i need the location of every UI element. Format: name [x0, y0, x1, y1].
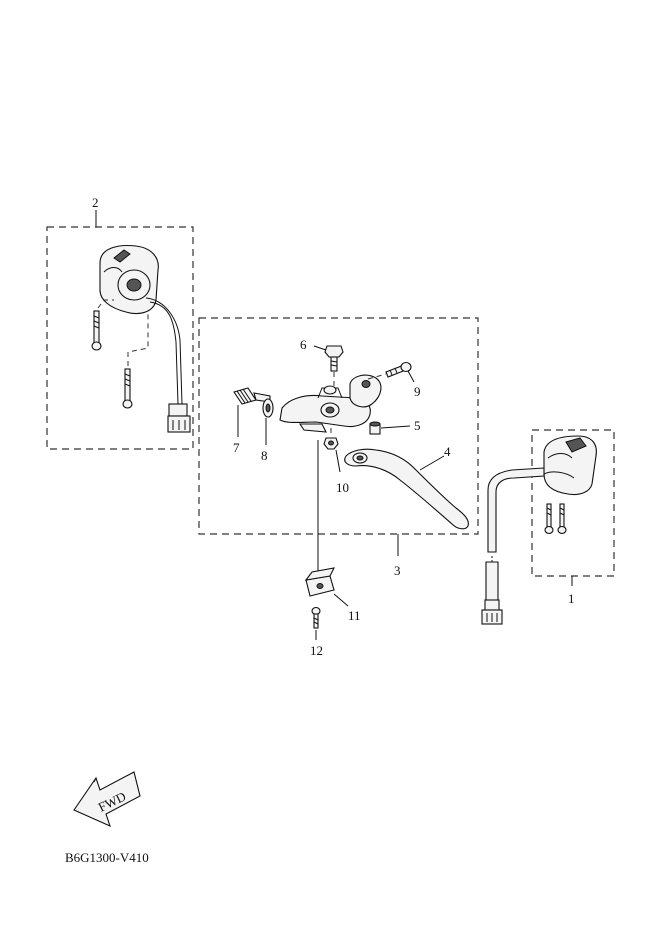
nut-10	[323, 437, 339, 450]
group-3-boundary	[198, 317, 479, 535]
screw-9	[385, 361, 412, 378]
right-switch-housing	[543, 435, 597, 496]
screw-guide-1	[97, 299, 114, 309]
callout-7: 7	[233, 440, 240, 455]
callout-12: 12	[310, 643, 323, 658]
callout-6: 6	[300, 337, 307, 352]
right-screw-a	[544, 503, 554, 535]
left-switch-wire	[145, 297, 183, 405]
fwd-arrow-icon: FWD	[73, 771, 141, 828]
callout-11: 11	[348, 608, 361, 623]
screw-12	[311, 606, 321, 629]
left-screw-lower	[122, 368, 133, 409]
bolt-6	[324, 345, 344, 372]
group-2-boundary	[46, 226, 194, 450]
group-1-right-switch: 1	[531, 429, 615, 606]
collar-5	[369, 421, 381, 435]
right-switch-wire	[487, 467, 545, 553]
lever-holder	[279, 374, 382, 433]
left-wire-sleeve	[168, 403, 188, 417]
left-switch-wire-2	[149, 301, 179, 405]
drawing-code: B6G1300-V410	[65, 850, 149, 865]
clamp-11	[304, 567, 335, 597]
callout-3: 3	[394, 563, 401, 578]
group-3-lever-assembly: 3 6 9	[198, 317, 479, 578]
callout-10: 10	[336, 480, 349, 495]
callout-9: 9	[414, 384, 421, 399]
right-screw-b	[557, 503, 567, 535]
callout-2: 2	[92, 195, 99, 210]
washer-8	[262, 398, 274, 418]
left-screw-upper	[91, 310, 102, 351]
lever-4	[344, 448, 469, 530]
left-switch-housing	[99, 244, 159, 315]
right-wire-lower	[485, 561, 499, 601]
group-2-left-switch: 2	[46, 195, 194, 450]
right-wire-sleeve	[484, 599, 500, 611]
group-1-boundary	[531, 429, 615, 577]
callout-4: 4	[444, 444, 451, 459]
callout-8: 8	[261, 448, 268, 463]
screw-guide-2	[127, 312, 149, 366]
callout-1: 1	[568, 591, 575, 606]
callout-5: 5	[414, 418, 421, 433]
